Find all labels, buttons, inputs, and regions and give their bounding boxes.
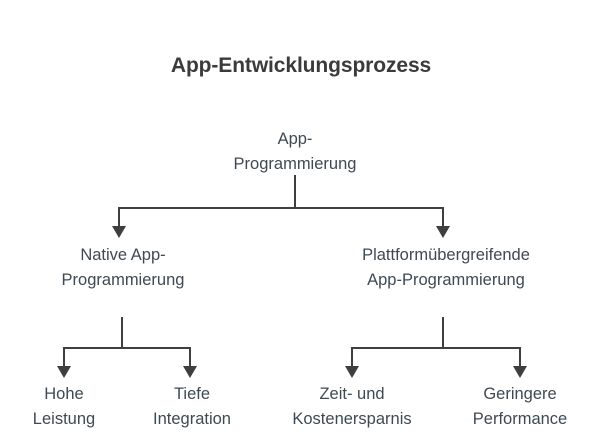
node-zeit-kostenersparnis-line-1: Zeit- und bbox=[319, 385, 385, 403]
node-cross-platform-line-2: App-Programmierung bbox=[367, 271, 525, 289]
node-tiefe-integration-line-1: Tiefe bbox=[173, 385, 211, 403]
node-hohe-leistung: Hohe Leistung bbox=[0, 382, 128, 432]
node-root: App- Programmierung bbox=[175, 127, 415, 177]
node-hohe-leistung-line-2: Leistung bbox=[32, 410, 96, 428]
arrowhead-to-hohe-leistung bbox=[57, 366, 71, 378]
node-zeit-kostenersparnis-line-2: Kostenersparnis bbox=[292, 410, 412, 428]
arrowhead-to-cross bbox=[436, 226, 450, 238]
arrowhead-to-geringere-performance bbox=[513, 366, 527, 378]
page-title: App-Entwicklungsprozess bbox=[170, 54, 432, 77]
node-native-app: Native App- Programmierung bbox=[2, 243, 244, 293]
node-geringere-performance-line-1: Geringere bbox=[483, 385, 557, 403]
node-geringere-performance-line-2: Performance bbox=[472, 410, 568, 428]
node-cross-platform-line-1: Plattformübergreifende bbox=[362, 246, 530, 264]
arrowhead-to-native bbox=[112, 226, 126, 238]
node-native-app-line-2: Programmierung bbox=[61, 271, 185, 289]
node-root-line-1: App- bbox=[277, 130, 313, 148]
node-tiefe-integration: Tiefe Integration bbox=[128, 382, 256, 432]
arrowhead-to-tiefe-integration bbox=[183, 366, 197, 378]
node-hohe-leistung-line-1: Hohe bbox=[44, 385, 84, 403]
node-geringere-performance: Geringere Performance bbox=[440, 382, 600, 432]
node-cross-platform: Plattformübergreifende App-Programmierun… bbox=[302, 243, 590, 293]
arrowhead-to-zeit-kosten bbox=[345, 366, 359, 378]
node-root-line-2: Programmierung bbox=[233, 155, 357, 173]
node-native-app-line-1: Native App- bbox=[80, 246, 166, 264]
node-tiefe-integration-line-2: Integration bbox=[153, 410, 231, 428]
node-zeit-kostenersparnis: Zeit- und Kostenersparnis bbox=[258, 382, 446, 432]
